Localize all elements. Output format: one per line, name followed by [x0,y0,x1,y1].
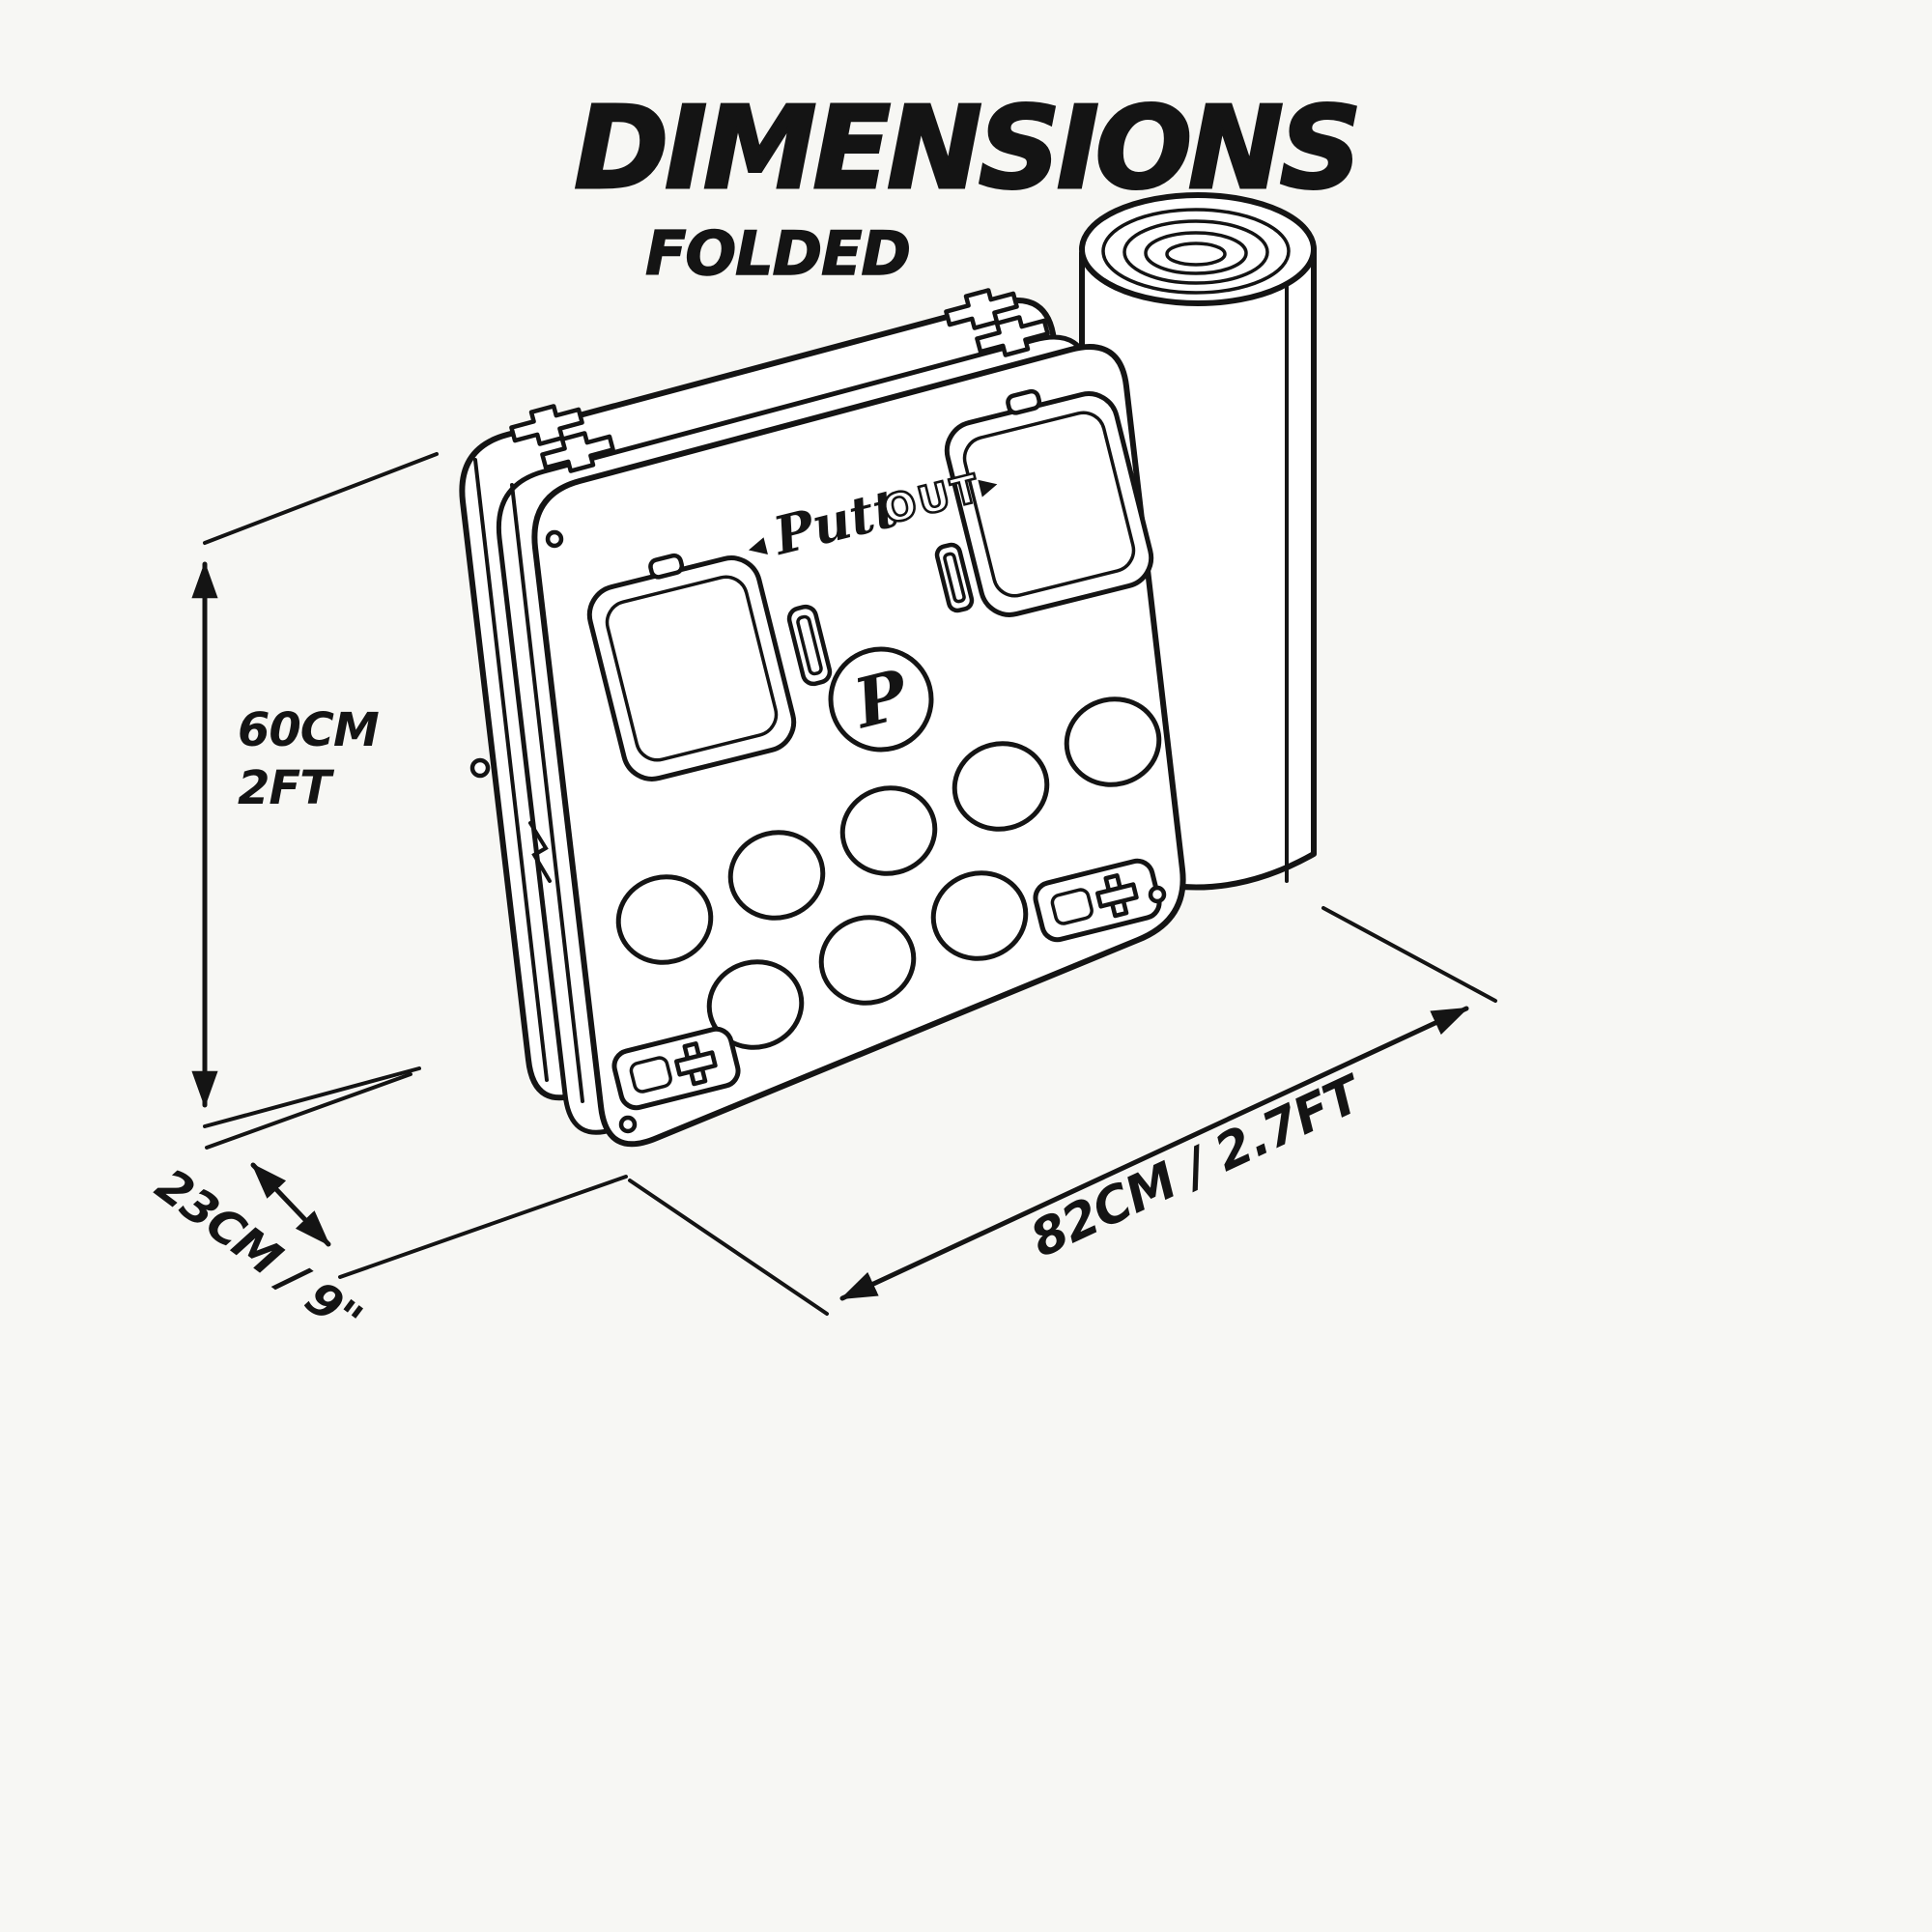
hole [1064,696,1162,787]
side-hole [469,757,491,779]
header: DIMENSIONS FOLDED [0,80,1932,290]
fold-notch [528,821,552,883]
width-dimension-arrow [839,1006,1469,1301]
height-dimension: 60CM 2FT [191,452,439,1128]
height-extension-line-top [203,452,439,545]
mat-roll-spiral-4 [1165,242,1227,267]
window-left [586,553,797,781]
depth-label: 23CM / 9" [146,1158,371,1347]
height-extension-line-bottom [203,1066,421,1128]
slot-left [786,604,833,687]
fold-line-inner [510,483,584,1103]
page-subtitle: FOLDED [644,217,911,290]
window-right-tab [1006,388,1042,415]
mat-roll-spiral-1 [1101,208,1291,295]
top-clip-back-right [944,288,1019,330]
latch-right [1033,858,1162,943]
latch-bottom-bar [673,1050,718,1077]
height-metric-label: 60CM [238,703,379,757]
window-left-inner [605,575,779,762]
screw [618,1115,638,1134]
mat-roll-spiral-2 [1122,219,1269,285]
slot-right-inner [943,552,966,604]
hole [727,830,826,921]
monogram-circle [828,646,934,753]
depth-extension-line-a [205,1072,412,1150]
screw [1148,885,1167,904]
depth-extension-line-b [338,1175,628,1279]
width-label: 82CM / 2.7FT [1022,1065,1374,1269]
depth-dimension: 23CM / 9" [146,1072,628,1347]
page-title: DIMENSIONS [573,80,1364,216]
window-right-inner [962,411,1136,598]
monogram-badge: P [828,646,934,753]
hole [818,915,917,1006]
top-clip-back-left [509,404,584,446]
screw [545,529,564,549]
window-left-tab [648,553,685,580]
folded-unit: ◀ Putt OUT ▶ P [459,288,1186,1148]
latch-right-slot [1050,888,1094,925]
latch-bottom-slot [629,1056,672,1094]
latch-right-bar [1094,882,1139,909]
hole [615,874,714,965]
hole [930,870,1029,961]
depth-dimension-arrow [250,1162,331,1247]
height-imperial-label: 2FT [238,761,334,815]
fold-line-outer [473,458,549,1082]
hole [839,785,938,876]
latch-bottom [611,1026,741,1111]
mat-roll-top [1079,192,1317,306]
hole [706,959,805,1050]
target-holes [615,696,1162,1050]
window-right [944,388,1154,617]
width-extension-line-left [628,1179,829,1316]
slot-right [934,542,975,613]
width-extension-line-right [1321,906,1497,1003]
hole [952,741,1050,832]
slot-left-inner [796,614,823,676]
mat-roll-spiral-3 [1144,231,1248,275]
